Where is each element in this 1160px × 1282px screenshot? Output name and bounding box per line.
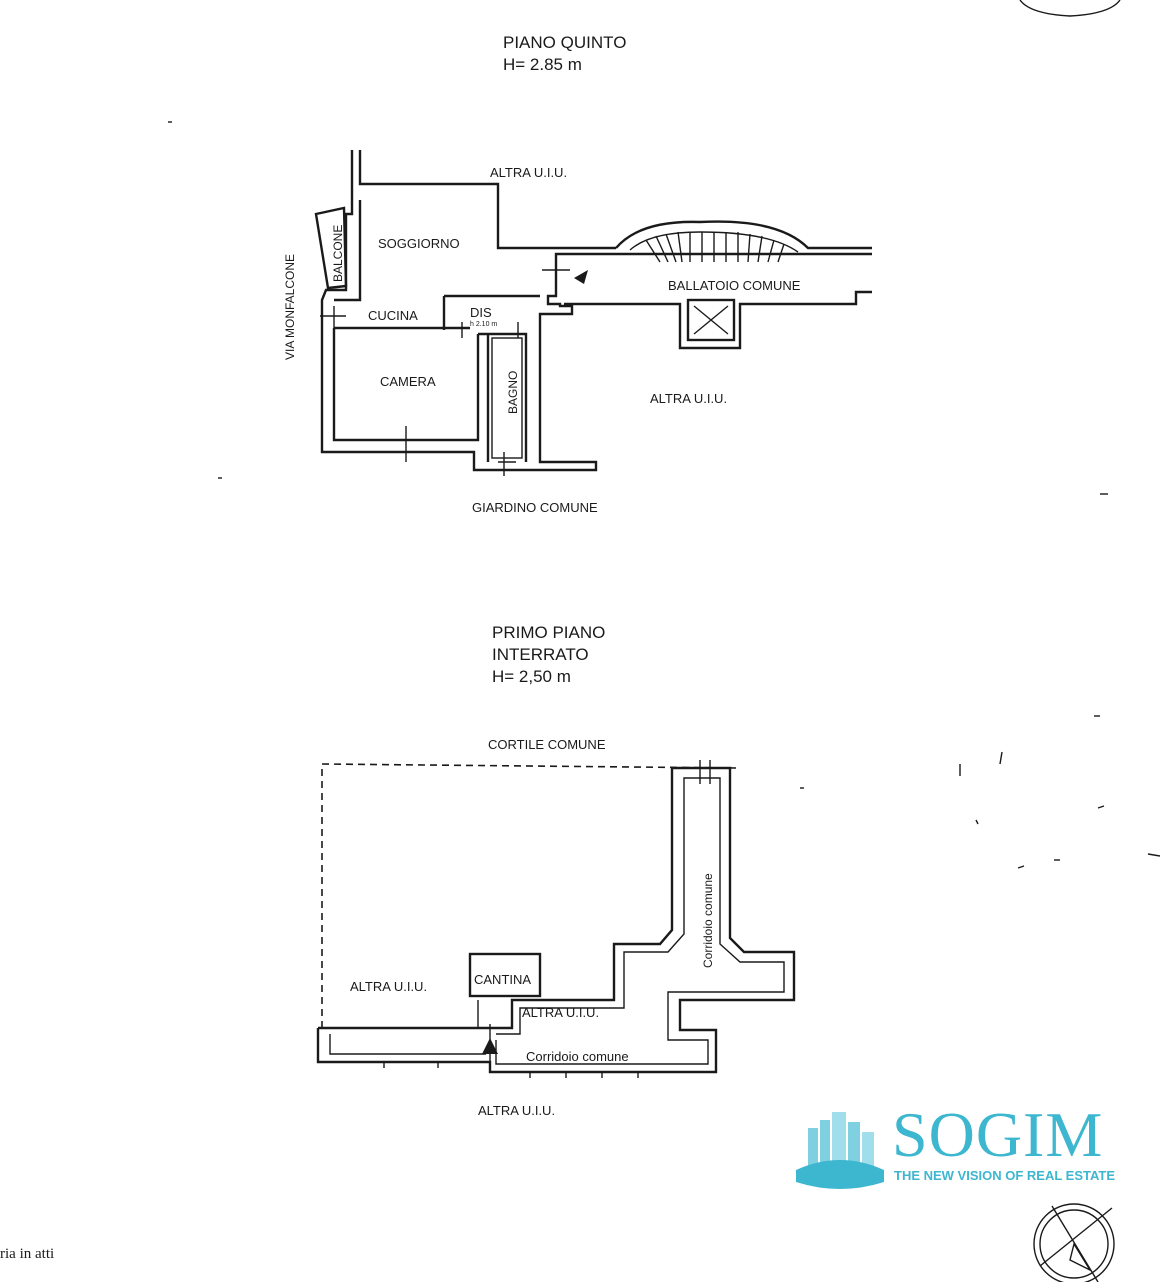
label-ballatoio: BALLATOIO COMUNE xyxy=(668,278,801,293)
label-cortile-comune: CORTILE COMUNE xyxy=(488,737,606,752)
sogim-logo-icon xyxy=(796,1112,884,1189)
apartment-top-wall xyxy=(358,150,616,250)
label-dis-height: h 2.10 m xyxy=(470,321,497,328)
ballatoio-front-wall xyxy=(564,290,872,350)
basement-title: PRIMO PIANO INTERRATO H= 2,50 m xyxy=(492,622,605,688)
basement-height: H= 2,50 m xyxy=(492,667,571,686)
fifth-floor-plan xyxy=(314,150,872,476)
door-ticks xyxy=(320,260,570,476)
apartment-outer-wall xyxy=(320,150,872,472)
label-corridoio-vertical: Corridoio comune xyxy=(701,873,715,968)
label-camera: CAMERA xyxy=(380,374,436,389)
scan-marks xyxy=(168,121,1160,869)
label-bagno: BAGNO xyxy=(506,371,520,414)
arrow-marker xyxy=(574,270,588,284)
cantina-inner xyxy=(477,1000,510,1029)
label-giardino-comune: GIARDINO COMUNE xyxy=(472,500,598,515)
brand-tagline: THE NEW VISION OF REAL ESTATE xyxy=(894,1168,1116,1183)
label-altra-uiu-bottom: ALTRA U.I.U. xyxy=(478,1103,555,1118)
corridor-inner-wall xyxy=(329,777,785,1065)
compass-rose-icon xyxy=(1033,1203,1115,1282)
lift-shaft xyxy=(686,298,736,342)
balcone-outline xyxy=(314,206,348,290)
fifth-floor-height: H= 2.85 m xyxy=(503,55,582,74)
label-cantina: CANTINA xyxy=(474,972,531,987)
label-corridoio-horizontal: Corridoio comune xyxy=(526,1049,629,1064)
fifth-floor-name: PIANO QUINTO xyxy=(503,33,627,52)
cantina-box xyxy=(468,952,542,998)
label-cucina: CUCINA xyxy=(368,308,418,323)
label-soggiorno: SOGGIORNO xyxy=(378,236,460,251)
lift-cross xyxy=(693,305,729,335)
stair-treads xyxy=(645,231,785,263)
basement-name-line1: PRIMO PIANO xyxy=(492,623,606,642)
label-altra-uiu-left: ALTRA U.I.U. xyxy=(350,979,427,994)
bagno-box xyxy=(491,337,523,459)
footnote-text: ria in atti xyxy=(0,1246,55,1262)
label-balcone: BALCONE xyxy=(331,225,345,282)
label-altra-uiu-right: ALTRA U.I.U. xyxy=(650,391,727,406)
basement-outer-wall xyxy=(316,766,796,1074)
label-altra-uiu-top: ALTRA U.I.U. xyxy=(490,165,567,180)
label-via-monfalcone: VIA MONFALCONE xyxy=(283,254,297,360)
label-dis: DIS xyxy=(470,305,492,320)
fifth-floor-title: PIANO QUINTO H= 2.85 m xyxy=(503,32,626,76)
stair-enclosure xyxy=(615,220,872,250)
stamp-fragment xyxy=(1019,0,1121,17)
basement-plan xyxy=(316,760,796,1078)
basement-tick xyxy=(489,760,711,1072)
cortile-dashed-boundary xyxy=(321,763,737,1028)
soggiorno-cucina-wall xyxy=(334,200,362,302)
label-altra-uiu-mid: ALTRA U.I.U. xyxy=(522,1005,599,1020)
window-marks xyxy=(383,1062,639,1078)
dis-walls xyxy=(442,294,540,462)
brand-name: SOGIM xyxy=(892,1099,1104,1170)
basement-name-line2: INTERRATO xyxy=(492,645,589,664)
